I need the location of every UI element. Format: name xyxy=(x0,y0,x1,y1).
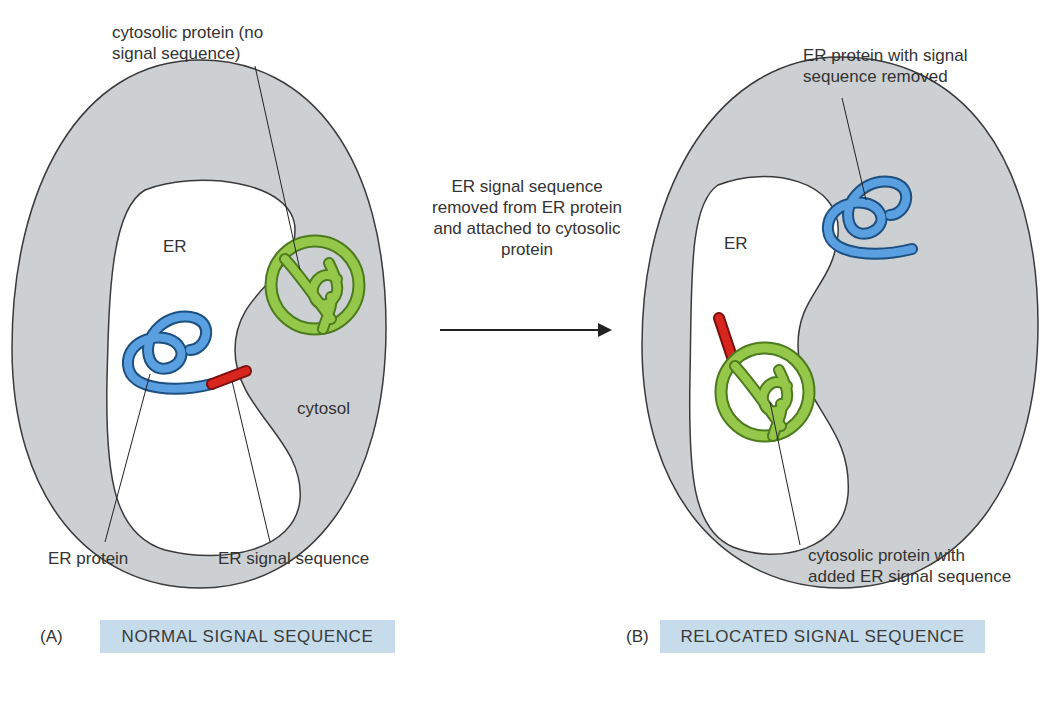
callout-label: cytosolic protein (no signal sequence) xyxy=(112,22,287,64)
er-protein xyxy=(828,181,912,253)
cell-membrane xyxy=(12,60,386,588)
region-label: ER xyxy=(724,233,748,254)
panel-title: NORMAL SIGNAL SEQUENCE xyxy=(122,627,374,647)
callout-label: ER signal sequence xyxy=(218,548,408,569)
leader-lines xyxy=(105,66,866,545)
callout-label: ER protein xyxy=(48,548,158,569)
signal-sequence xyxy=(719,318,733,360)
panel-title-band: NORMAL SIGNAL SEQUENCE xyxy=(100,620,395,653)
panel-title: RELOCATED SIGNAL SEQUENCE xyxy=(680,627,964,647)
process-note: ER signal sequence removed from ER prote… xyxy=(432,176,622,260)
er-protein xyxy=(128,316,246,388)
callout-label: cytosolic protein with added ER signal s… xyxy=(808,545,1013,587)
cytosolic-protein xyxy=(271,241,359,329)
cytosolic-protein xyxy=(721,348,809,436)
panel-letter: (A) xyxy=(40,626,90,647)
panel-letter: (B) xyxy=(626,626,676,647)
region-label: cytosol xyxy=(297,398,350,419)
panel-title-band: RELOCATED SIGNAL SEQUENCE xyxy=(660,620,985,653)
process-arrow xyxy=(440,323,612,337)
callout-label: ER protein with signal sequence removed xyxy=(803,45,968,87)
region-label: ER xyxy=(163,236,187,257)
er-lumen-membrane xyxy=(107,180,300,555)
cell-membrane xyxy=(642,57,1038,588)
